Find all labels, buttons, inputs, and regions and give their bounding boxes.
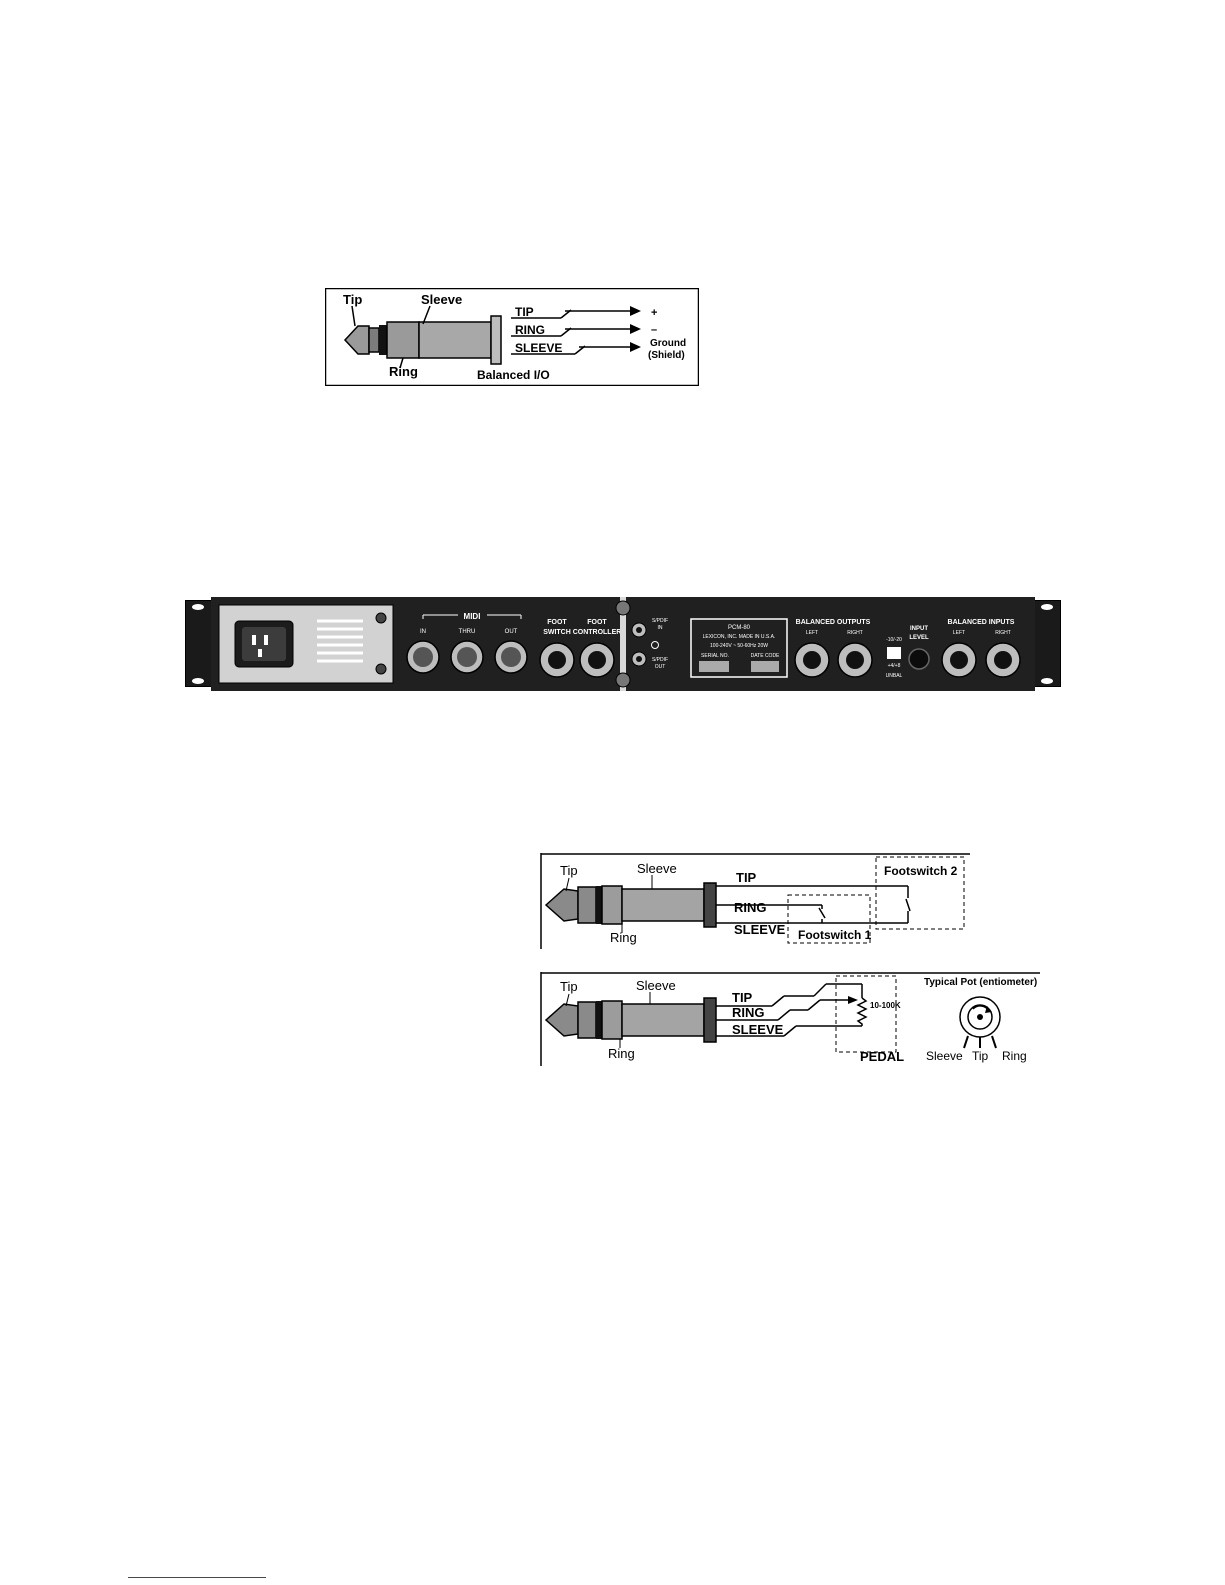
wire-ring-label: RING xyxy=(515,323,545,337)
foot-controller-label-2: CONTROLLER xyxy=(573,629,622,636)
pedal-label: PEDAL xyxy=(860,1049,904,1064)
wire-ring-label: RING xyxy=(734,900,767,915)
wire-sleeve-label: SLEEVE xyxy=(734,922,786,937)
foot-controller-jack[interactable] xyxy=(579,642,615,678)
spdif-out-label-2: OUT xyxy=(655,664,666,670)
spdif-out-label-1: S/PDIF xyxy=(652,657,668,663)
spdif-in-jack[interactable] xyxy=(631,622,647,638)
pot-title: Typical Pot (entiometer) xyxy=(924,977,1037,988)
plus-label: + xyxy=(651,307,657,319)
foot-switch-label-1: FOOT xyxy=(547,619,567,626)
rack-hole-icon xyxy=(192,678,204,684)
pot-tip-label: Tip xyxy=(972,1049,989,1063)
foot-switch-label-2: SWITCH xyxy=(543,629,571,636)
minus-label: – xyxy=(651,324,657,336)
sleeve-label: Sleeve xyxy=(637,861,677,876)
input-left-jack[interactable] xyxy=(941,642,977,678)
wire-sleeve-label: SLEEVE xyxy=(515,341,562,355)
level-switch-label-3: UNBAL xyxy=(886,673,903,679)
ring-label: Ring xyxy=(610,930,637,945)
sleeve-label: Sleeve xyxy=(636,978,676,993)
level-switch-label-2: +4/+8 xyxy=(888,663,901,669)
ring-label: Ring xyxy=(389,364,418,379)
midi-in-port[interactable] xyxy=(406,640,440,674)
maker-label: LEXICON, INC. MADE IN U.S.A. xyxy=(703,634,776,640)
screw-icon xyxy=(615,600,631,616)
potentiometer-icon xyxy=(959,996,1001,1049)
resistance-label: 10-100K xyxy=(870,1001,901,1010)
input-right-label: RIGHT xyxy=(995,630,1011,636)
shield-label: (Shield) xyxy=(648,350,685,361)
output-left-jack[interactable] xyxy=(794,642,830,678)
stereo-plug-icon xyxy=(544,997,717,1043)
balanced-io-diagram: Tip Sleeve Ring TIP RING SLEEVE + – Grou… xyxy=(325,288,699,386)
output-right-jack[interactable] xyxy=(837,642,873,678)
footswitch-1-label: Footswitch 1 xyxy=(798,928,872,942)
ground-label: Ground xyxy=(650,338,686,349)
midi-thru-port[interactable] xyxy=(450,640,484,674)
screw-icon xyxy=(375,612,387,624)
midi-out-label: OUT xyxy=(505,629,518,635)
wire-ring-label: RING xyxy=(732,1005,765,1020)
output-left-label: LEFT xyxy=(806,630,818,636)
foot-controller-label-1: FOOT xyxy=(587,619,607,626)
footswitch-2-label: Footswitch 2 xyxy=(884,864,958,878)
footnote-rule xyxy=(128,1577,266,1578)
wire-tip-label: TIP xyxy=(736,870,757,885)
input-right-jack[interactable] xyxy=(985,642,1021,678)
rack-hole-icon xyxy=(1041,678,1053,684)
screw-icon xyxy=(615,672,631,688)
midi-label: MIDI xyxy=(464,612,481,621)
vent-slots-icon xyxy=(317,619,363,663)
balanced-io-caption: Balanced I/O xyxy=(477,368,550,382)
ring-label: Ring xyxy=(608,1046,635,1061)
input-left-label: LEFT xyxy=(953,630,965,636)
rear-panel-diagram: MIDI IN THRU OUT FOOT SWITCH FOOT CONTRO… xyxy=(185,597,1061,691)
pot-ring-label: Ring xyxy=(1002,1049,1027,1063)
pedal-wiring-diagram: Tip Sleeve Ring TIP RING SLEEVE 10-100K … xyxy=(540,972,1040,1066)
spdif-out-jack[interactable] xyxy=(631,651,647,667)
ground-post-icon xyxy=(651,641,659,649)
balanced-outputs-label: BALANCED OUTPUTS xyxy=(796,619,871,626)
pot-sleeve-label: Sleeve xyxy=(926,1049,963,1063)
balanced-inputs-label: BALANCED INPUTS xyxy=(948,619,1015,626)
spdif-in-label-1: S/PDIF xyxy=(652,618,668,624)
footswitch-wiring-diagram: Tip Sleeve Ring TIP RING SLEEVE Footswit… xyxy=(540,853,970,949)
foot-switch-jack[interactable] xyxy=(539,642,575,678)
input-level-knob[interactable] xyxy=(908,648,930,670)
tip-label: Tip xyxy=(560,979,578,994)
level-switch[interactable] xyxy=(887,647,901,659)
tip-label: Tip xyxy=(343,292,362,307)
date-code-label: DATE CODE xyxy=(751,653,780,659)
wire-sleeve-label: SLEEVE xyxy=(732,1022,784,1037)
rack-hole-icon xyxy=(192,604,204,610)
output-right-label: RIGHT xyxy=(847,630,863,636)
serial-label: SERIAL NO. xyxy=(701,653,729,659)
screw-icon xyxy=(375,663,387,675)
input-level-label-1: INPUT xyxy=(910,626,928,632)
spdif-in-label-2: IN xyxy=(658,625,663,631)
stereo-plug-icon xyxy=(544,882,717,928)
midi-out-port[interactable] xyxy=(494,640,528,674)
midi-thru-label: THRU xyxy=(459,629,476,635)
tip-label: Tip xyxy=(560,863,578,878)
level-switch-label-1: -10/-20 xyxy=(886,637,902,643)
date-code-box xyxy=(751,661,779,672)
rack-hole-icon xyxy=(1041,604,1053,610)
model-label: PCM-80 xyxy=(728,625,751,631)
power-rating-label: 100-240V ~ 50-60Hz 20W xyxy=(710,643,768,649)
wire-tip-label: TIP xyxy=(732,990,753,1005)
wire-tip-label: TIP xyxy=(515,305,534,319)
midi-in-label: IN xyxy=(420,629,426,635)
input-level-label-2: LEVEL xyxy=(909,635,929,641)
sleeve-label: Sleeve xyxy=(421,292,462,307)
serial-number-box xyxy=(699,661,729,672)
